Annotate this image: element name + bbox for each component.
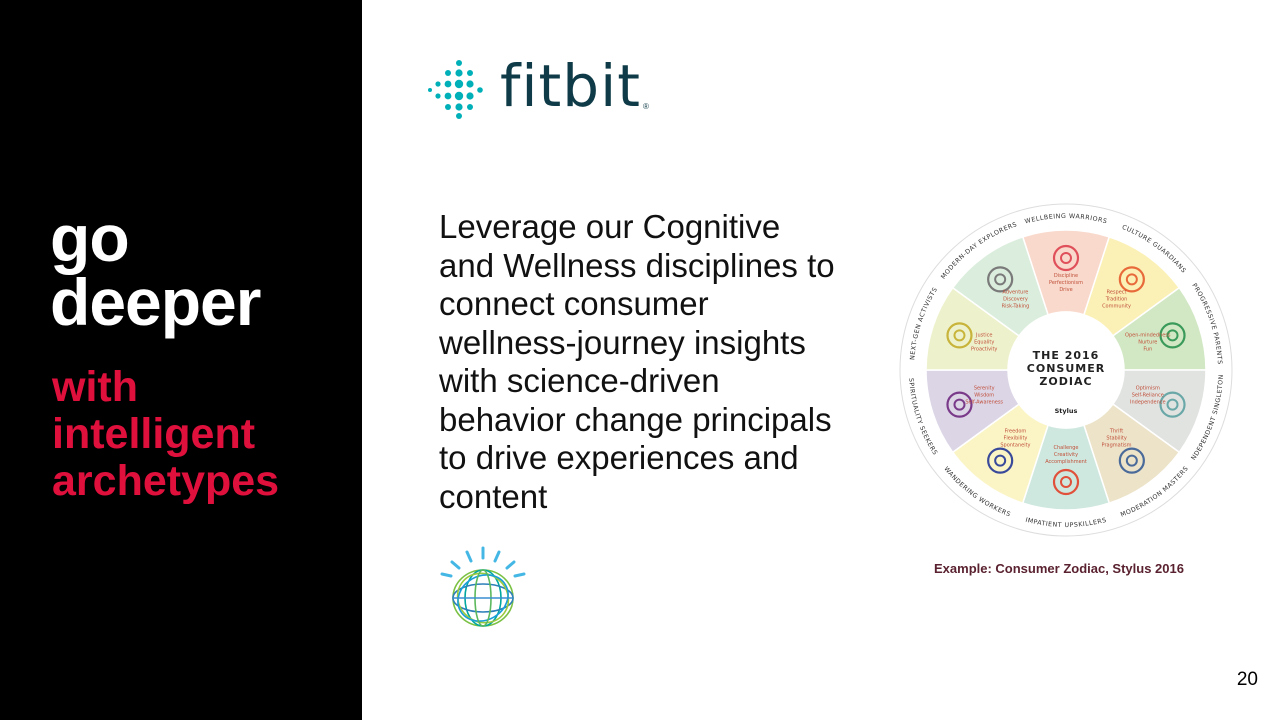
fitbit-wordmark: fitbit bbox=[500, 52, 641, 120]
eye-icon bbox=[1118, 266, 1145, 293]
zodiac-trait: Serenity bbox=[974, 386, 995, 392]
zodiac-center bbox=[1008, 312, 1124, 428]
registered-mark: ® bbox=[643, 102, 649, 111]
caption: Example: Consumer Zodiac, Stylus 2016 bbox=[934, 561, 1184, 576]
page-number: 20 bbox=[1236, 669, 1258, 690]
zodiac-center-brand: Stylus bbox=[1055, 407, 1078, 415]
left-black-panel: go deeper with intelligent archetypes bbox=[0, 0, 362, 720]
headline-line: intelligent bbox=[52, 410, 256, 458]
zigzag-arrow-icon bbox=[987, 447, 1014, 474]
body-line: wellness-journey insights bbox=[439, 323, 806, 361]
fitbit-logo: fitbit ® bbox=[428, 52, 668, 120]
headline-red: with intelligent archetypes bbox=[52, 364, 279, 505]
zodiac-trait: Risk-Taking bbox=[1002, 303, 1030, 309]
body-line: behavior change principals bbox=[439, 400, 832, 438]
body-line: to drive experiences and bbox=[439, 439, 799, 476]
zodiac-trait: Flexibility bbox=[1004, 436, 1028, 442]
zodiac-center-line: THE 2016 bbox=[1033, 349, 1100, 362]
zodiac-trait: Stability bbox=[1106, 436, 1127, 442]
headline-white: go deeper bbox=[50, 201, 261, 339]
zodiac-trait: Pragmatism bbox=[1102, 443, 1132, 449]
zodiac-trait: Fun bbox=[1143, 346, 1152, 352]
zodiac-trait: Independence bbox=[1130, 400, 1166, 406]
zodiac-trait: Wisdom bbox=[974, 393, 994, 399]
zodiac-trait: Freedom bbox=[1005, 429, 1027, 435]
scales-icon bbox=[1118, 447, 1145, 474]
zodiac-center-line: CONSUMER bbox=[1027, 362, 1105, 375]
zodiac-trait: Discovery bbox=[1003, 296, 1028, 302]
body-copy: Leverage our Cognitive and Wellness disc… bbox=[439, 208, 879, 516]
headline-line: go bbox=[50, 201, 130, 275]
zodiac-trait: Self-Reliance bbox=[1132, 393, 1164, 399]
overlapping-rings-icon bbox=[946, 391, 973, 418]
zodiac-trait: Proactivity bbox=[971, 346, 997, 352]
zodiac-center-line: ZODIAC bbox=[1039, 375, 1092, 388]
zodiac-trait: Discipline bbox=[1054, 273, 1078, 279]
crosshatch-icon bbox=[1052, 468, 1080, 496]
zodiac-trait: Justice bbox=[975, 332, 992, 338]
ibm-watson-globe-icon bbox=[438, 544, 528, 632]
body-line: and Wellness disciplines to bbox=[439, 246, 835, 284]
zodiac-trait: Perfectionism bbox=[1049, 280, 1083, 286]
leaf-arrows-icon bbox=[946, 322, 973, 349]
triangles-icon bbox=[987, 266, 1014, 293]
fitbit-dots-icon bbox=[428, 60, 483, 119]
zodiac-trait: Challenge bbox=[1054, 445, 1079, 451]
zodiac-trait: Thrift bbox=[1109, 429, 1123, 435]
body-line: content bbox=[439, 477, 548, 515]
zodiac-trait: Drive bbox=[1059, 287, 1072, 293]
headline-line: archetypes bbox=[52, 457, 280, 505]
body-line: with science-driven bbox=[439, 362, 720, 399]
zodiac-trait: Nurture bbox=[1138, 339, 1157, 345]
zodiac-trait: Creativity bbox=[1054, 452, 1078, 458]
heart-lotus-icon bbox=[1052, 244, 1080, 272]
headline-line: with bbox=[52, 363, 138, 411]
zodiac-trait: Equality bbox=[974, 339, 994, 345]
zodiac-trait: Self-Awareness bbox=[965, 400, 1003, 406]
zodiac-trait: Open-mindedness bbox=[1125, 332, 1171, 338]
zodiac-trait: Community bbox=[1102, 303, 1131, 309]
circles-icon bbox=[1159, 391, 1186, 418]
zodiac-trait: Tradition bbox=[1105, 296, 1128, 302]
body-line: connect consumer bbox=[439, 285, 709, 322]
zodiac-trait: Respect bbox=[1107, 289, 1127, 295]
zodiac-trait: Accomplishment bbox=[1045, 459, 1087, 465]
zodiac-trait: Spontaneity bbox=[1000, 443, 1030, 449]
headline-line: deeper bbox=[50, 265, 261, 339]
zodiac-trait: Adventure bbox=[1003, 289, 1029, 295]
spiral-icon bbox=[1159, 322, 1186, 349]
zodiac-trait: Optimism bbox=[1136, 386, 1160, 392]
body-line: Leverage our Cognitive bbox=[439, 208, 781, 245]
